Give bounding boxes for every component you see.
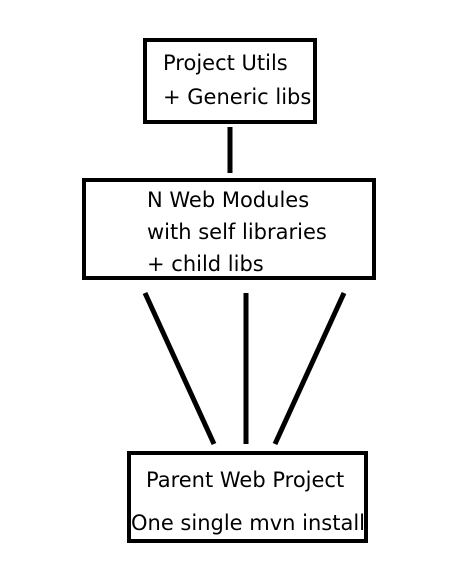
node-project-utils-line-2: + Generic libs	[163, 85, 312, 109]
node-web-modules-line-2: with self libraries	[147, 220, 327, 244]
node-web-modules-line-3: + child libs	[147, 252, 264, 276]
node-project-utils-line-1: Project Utils	[163, 51, 288, 75]
node-parent-project	[127, 451, 368, 543]
node-parent-project-line-2: One single mvn install	[131, 511, 366, 535]
node-parent-project-line-1: Parent Web Project	[146, 468, 345, 492]
node-project-utils	[143, 38, 317, 124]
node-web-modules	[82, 178, 376, 280]
node-web-modules-line-1: N Web Modules	[147, 188, 310, 212]
edge-modules-to-parent-left	[142, 291, 217, 446]
edge-modules-to-parent-right	[272, 291, 347, 446]
